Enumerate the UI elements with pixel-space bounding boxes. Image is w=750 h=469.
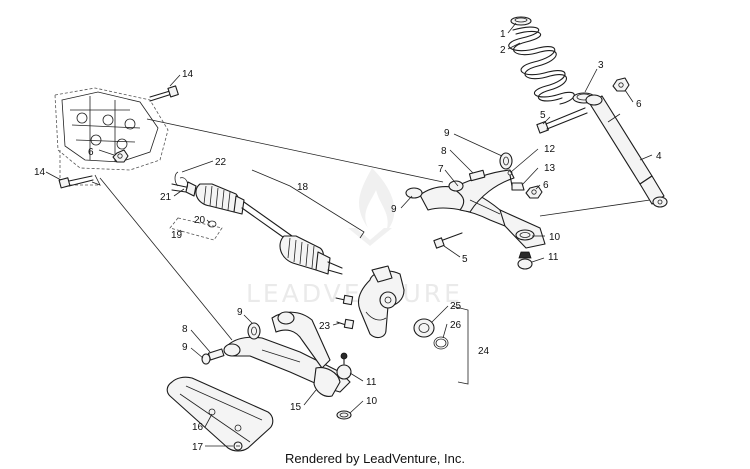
callout-9-lower-arm: 9	[182, 342, 188, 353]
cv-axle-18	[171, 181, 343, 275]
callout-5-shock: 5	[540, 110, 546, 121]
callout-12: 12	[544, 144, 556, 155]
nut-6-frame	[112, 149, 129, 163]
nut-6-upper-arm	[525, 185, 543, 199]
bolt-23	[335, 294, 355, 330]
callout-21: 21	[160, 192, 172, 203]
bushing-9-lower-a	[247, 322, 261, 340]
castle-nut-13	[511, 182, 525, 191]
circlip-22	[174, 171, 179, 187]
callout-2: 2	[500, 45, 506, 56]
coil-spring-2	[508, 26, 575, 105]
callout-20: 20	[194, 215, 206, 226]
callout-4: 4	[656, 151, 662, 162]
callout-labels: 1 2 3 4 5 5 6 6 6 7 8 8 9 9 9 9 10 10 11…	[34, 29, 662, 453]
snap-ring-26	[433, 336, 449, 350]
bushing-8-lower	[207, 348, 225, 361]
leadventure-watermark: LEADVENTURE	[246, 168, 463, 308]
callout-26: 26	[450, 320, 462, 331]
upper-a-arm-7	[405, 169, 546, 249]
callout-1: 1	[500, 29, 506, 40]
shock-absorber-4	[585, 94, 668, 208]
bearing-25	[413, 318, 435, 338]
bolt-5-upper-arm	[433, 232, 463, 249]
nut-6-shock-top	[612, 77, 630, 92]
circlip-21	[179, 177, 188, 191]
callout-6-frame: 6	[88, 147, 94, 158]
screw-17	[233, 441, 243, 451]
spring-retainer-1	[510, 16, 532, 26]
frame-section	[54, 87, 169, 186]
callout-6-shock: 6	[636, 99, 642, 110]
callout-7: 7	[438, 164, 444, 175]
callout-10-upper: 10	[549, 232, 561, 243]
callout-23: 23	[319, 321, 331, 332]
callout-leaders	[45, 22, 653, 447]
bushing-8-upper	[468, 169, 486, 182]
callout-9-upper-arm: 9	[391, 204, 397, 215]
bracket-24	[451, 305, 469, 385]
bracket-18	[251, 169, 365, 239]
leader-lines	[99, 118, 651, 341]
callout-6-upper-arm: 6	[543, 180, 549, 191]
callout-5-upper-arm: 5	[462, 254, 468, 265]
watermark-text: LEADVENTURE	[246, 279, 463, 308]
callout-3: 3	[598, 60, 604, 71]
callout-8-upper: 8	[441, 146, 447, 157]
callout-13: 13	[544, 163, 556, 174]
rendered-by-footer: Rendered by LeadVenture, Inc.	[285, 451, 465, 466]
callout-8-lower: 8	[182, 324, 188, 335]
bushing-9-upper	[499, 152, 513, 170]
skid-plate-16	[166, 376, 274, 452]
bushing-9-lower-b	[201, 353, 211, 365]
callout-18: 18	[297, 182, 309, 193]
lower-a-arm-15	[223, 311, 351, 397]
bolt-5-shock	[536, 107, 588, 134]
callout-24: 24	[478, 346, 490, 357]
callout-14-upper: 14	[182, 69, 194, 80]
dashed-box-19	[169, 217, 223, 241]
callout-16: 16	[192, 422, 204, 433]
callout-10-lower: 10	[366, 396, 378, 407]
callout-22: 22	[215, 157, 227, 168]
callout-15: 15	[290, 402, 302, 413]
steering-knuckle	[357, 265, 405, 339]
bolt-14-lower	[58, 175, 94, 189]
callout-25: 25	[450, 301, 462, 312]
ball-joint-11-upper	[517, 251, 533, 270]
ring-10-upper	[515, 229, 535, 241]
callout-9-lower-bushing: 9	[237, 307, 243, 318]
callout-9-upper-bushing: 9	[444, 128, 450, 139]
ring-10-lower	[336, 410, 352, 420]
callout-11-upper: 11	[548, 252, 559, 263]
callout-17: 17	[192, 442, 204, 453]
ball-joint-11-lower	[336, 352, 352, 380]
bolt-14-upper	[149, 85, 179, 102]
callout-19: 19	[171, 230, 183, 241]
callout-11-lower: 11	[366, 377, 377, 388]
callout-14-lower: 14	[34, 167, 46, 178]
boot-clamp-20	[207, 220, 217, 228]
